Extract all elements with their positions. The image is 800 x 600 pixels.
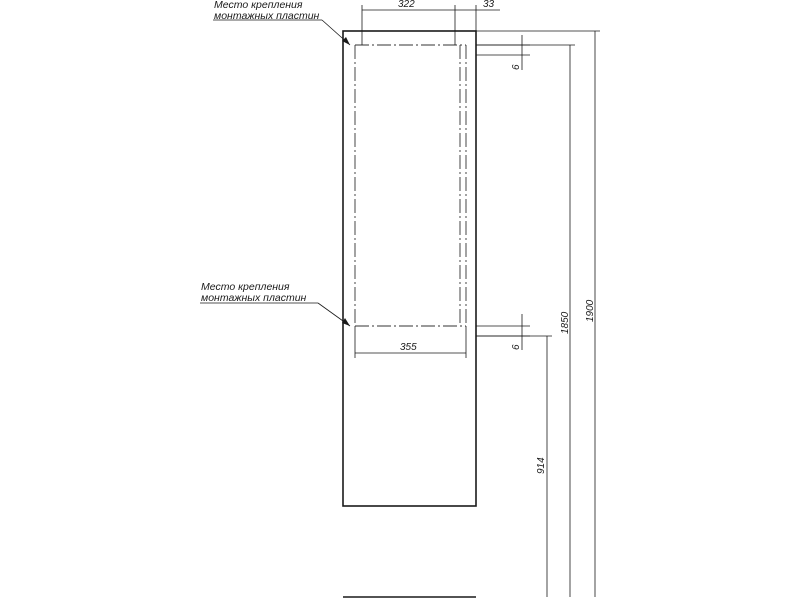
bottom-width-dimension (354, 326, 467, 358)
top-callout-line2: монтажных пластин (214, 10, 320, 22)
dim-middle-gap: 6 (511, 344, 522, 350)
dim-bottom-width: 355 (400, 342, 417, 353)
height-914-dimension (476, 335, 552, 597)
dim-top-offset: 33 (483, 0, 495, 10)
middle-callout-line2: монтажных пластин (201, 292, 307, 304)
top-callout-leader (213, 19, 351, 46)
top-callout-line1: Место крепления (214, 0, 303, 11)
dim-height-1850: 1850 (560, 311, 571, 334)
dim-top-gap: 6 (511, 64, 522, 70)
height-1900-dimension (476, 30, 600, 597)
top-dimension-lines (361, 5, 500, 45)
mounting-plate-outline (354, 44, 467, 327)
dim-height-914: 914 (536, 457, 547, 474)
dim-top-width: 322 (398, 0, 415, 10)
height-1850-dimension (476, 44, 575, 597)
cabinet-outline (342, 30, 477, 598)
middle-callout-leader (200, 302, 351, 327)
dim-height-1900: 1900 (585, 299, 596, 322)
middle-callout-line1: Место крепления (201, 281, 290, 293)
